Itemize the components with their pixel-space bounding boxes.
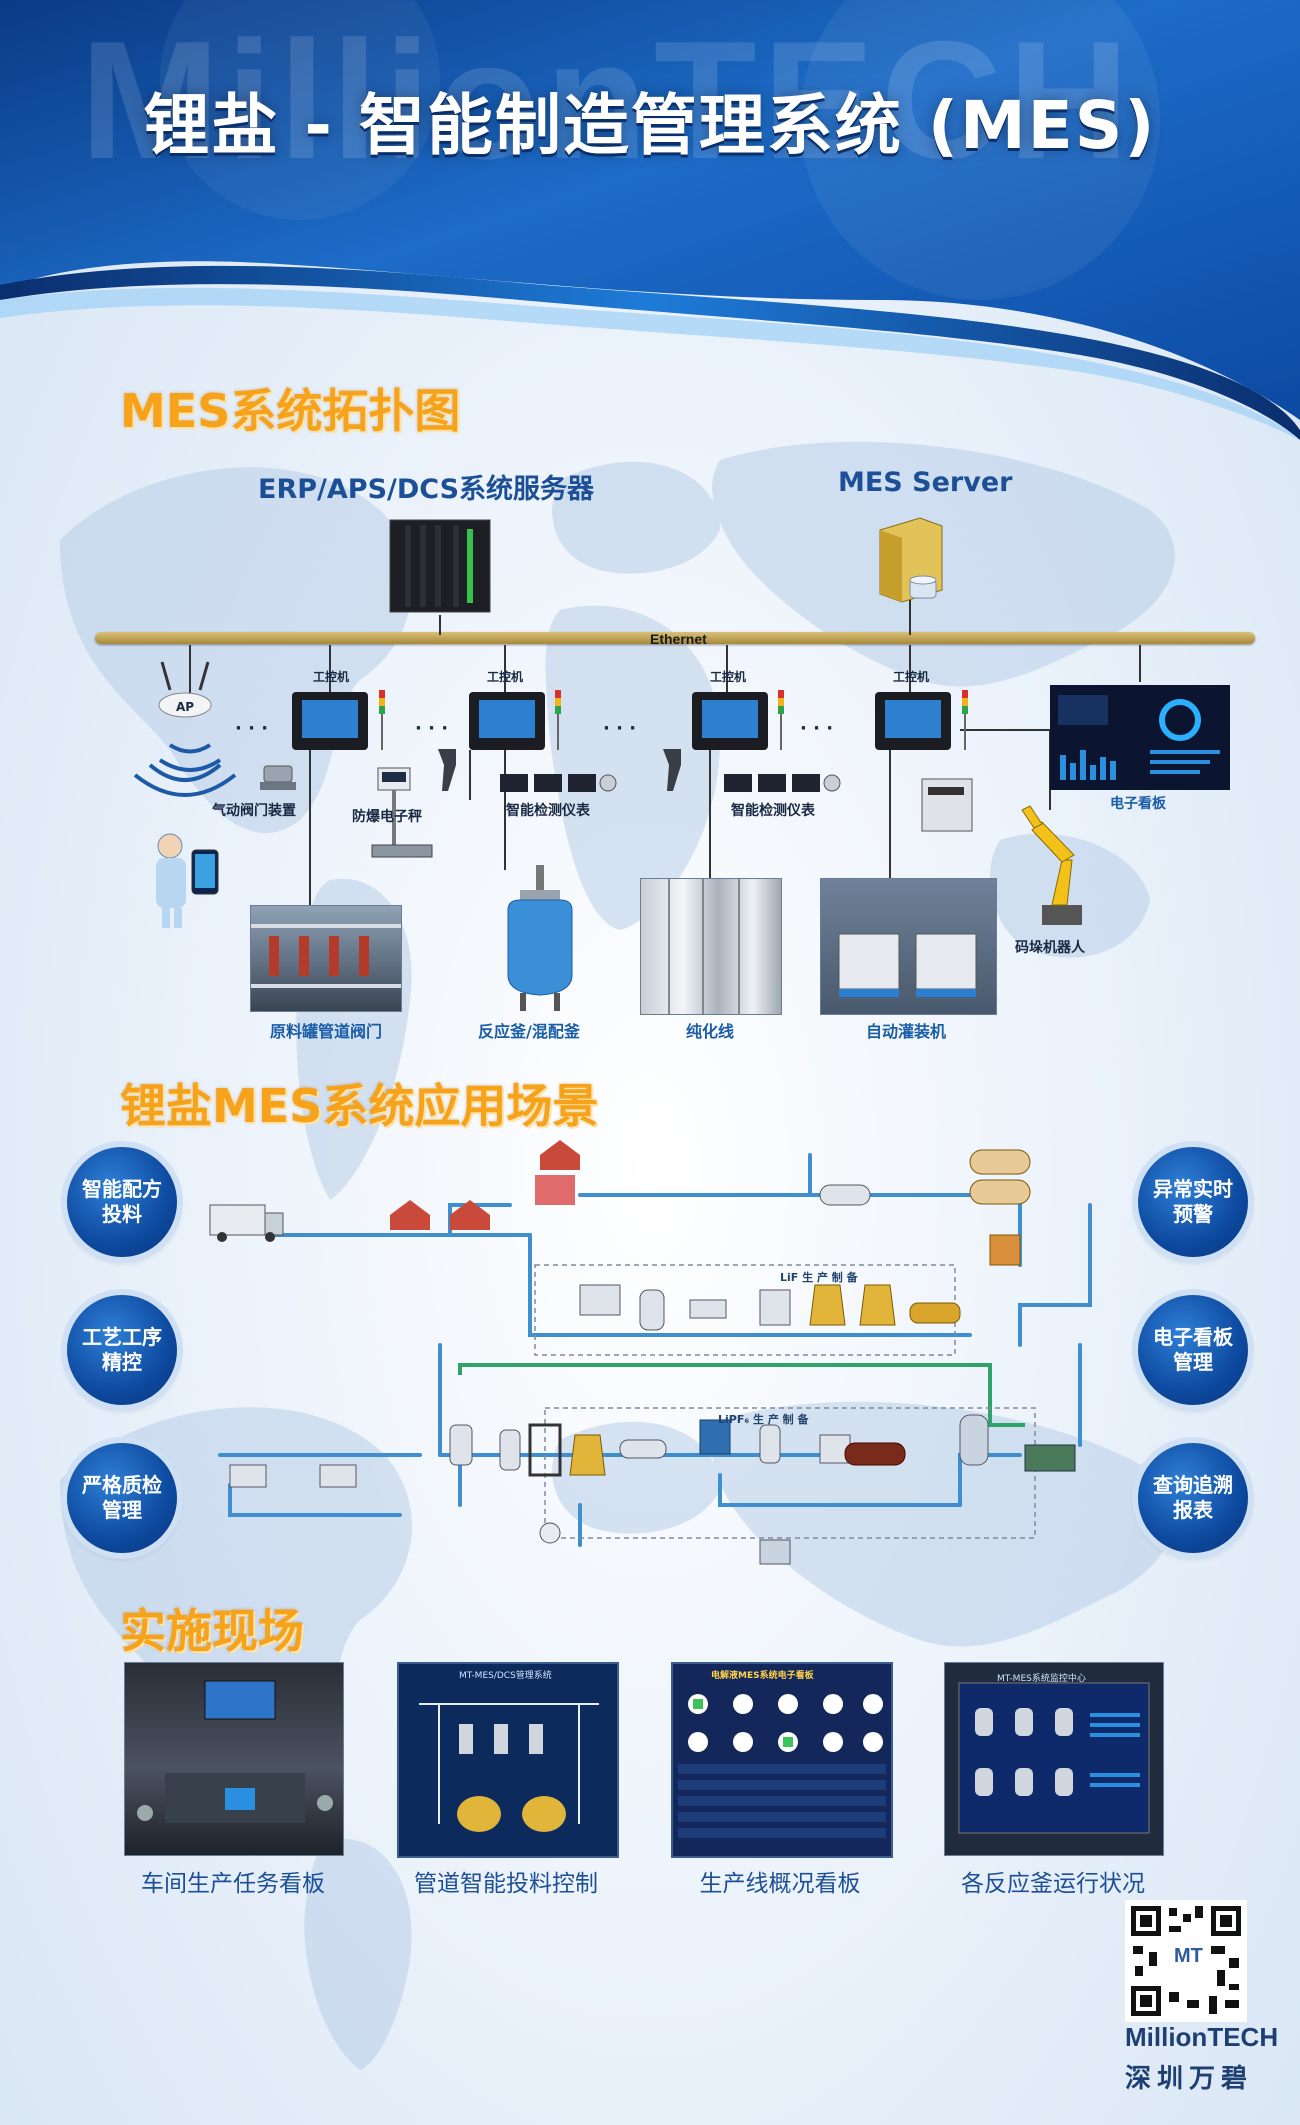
reactor-icon [507,865,573,1011]
workshop-kanban-photo [124,1662,344,1856]
signal-tower-icon-4 [962,690,968,750]
ipc-label-1: 工控机 [313,670,350,684]
erp-server-label: ERP/APS/DCS系统服务器 [258,474,595,505]
caption-workshop-kanban: 车间生产任务看板 [141,1871,325,1897]
palletizing-robot-icon [1021,805,1082,925]
topology-section-title: MES系统拓扑图 [120,384,461,438]
ap-label: AP [176,700,195,714]
lif-prep-label: LiF 生 产 制 备 [780,1271,858,1284]
robot-label: 码垛机器人 [1015,940,1085,956]
brand-cn-name: 深圳万碧 [1125,2063,1254,2093]
process-flow-diagram [209,1140,1092,1565]
filling-label: 自动灌装机 [866,1022,947,1041]
ipc-terminal-3 [692,692,768,750]
badge-quality-management: 严格质检管理 [67,1443,177,1553]
instrument-label-1: 智能检测仪表 [506,803,590,819]
mes-server-label: MES Server [838,467,1013,498]
purify-label: 纯化线 [686,1022,735,1041]
kanban-label: 电子看板 [1110,796,1166,812]
mes-server-icon [879,517,943,603]
instrument-label-2: 智能检测仪表 [731,803,815,819]
operator-tablet-icon [156,833,219,928]
qr-code [1125,1900,1247,2022]
scanner-icon-2 [663,749,681,791]
instrument-icons-2 [724,774,841,792]
qr-center-logo: MT [1174,1945,1203,1967]
ethernet-bus [95,632,1255,644]
purify-line-photo [640,878,782,1015]
ap-icon [158,661,222,772]
signal-tower-icon-1 [379,690,385,750]
ipc-terminal-4 [875,692,951,750]
ethernet-label: Ethernet [650,631,707,647]
raw-valve-label: 原料罐管道阀门 [270,1022,383,1041]
brand-watermark: MillionTECH [80,6,1136,194]
scale-icon [371,767,433,858]
ipc-label-4: 工控机 [893,670,930,684]
ellipsis-4: · · · [800,718,834,739]
printer-icon [921,778,973,832]
ipc-label-2: 工控机 [487,670,524,684]
caption-reactor-status: 各反应釜运行状况 [961,1871,1145,1897]
auto-filling-photo [820,878,997,1015]
pipeline-control-screen: MT-MES/DCS管理系统 [397,1662,619,1858]
caption-pipeline-control: 管道智能投料控制 [414,1871,598,1897]
erp-server-icon [389,519,491,613]
signal-tower-icon-2 [555,690,561,750]
scale-label: 防爆电子秤 [352,809,422,825]
topology-connectors [189,600,1141,905]
badge-alarm: 异常实时预警 [1138,1147,1248,1257]
ellipsis-3: · · · [603,718,637,739]
line-overview-screen: 电解液MES系统电子看板 [671,1662,893,1858]
wifi-icon [133,763,237,797]
badge-kanban: 电子看板管理 [1138,1295,1248,1405]
ipc-terminal-1 [292,692,368,750]
caption-line-overview: 生产线概况看板 [699,1871,861,1897]
badge-smart-recipe: 智能配方投料 [67,1147,177,1257]
instrument-icons-1 [500,774,617,792]
badge-process-control: 工艺工序精控 [67,1295,177,1405]
ellipsis-1: · · · [235,718,269,739]
raw-tank-valve-photo [250,905,402,1012]
ellipsis-2: · · · [415,718,449,739]
ipc-label-3: 工控机 [710,670,747,684]
site-section-title: 实施现场 [120,1604,304,1658]
header-banner [0,0,1300,440]
page-title: 锂盐 - 智能制造管理系统 (MES) [143,87,1157,164]
ipc-terminal-2 [469,692,545,750]
lipf6-prep-label: LiPF₆ 生 产 制 备 [718,1413,809,1426]
reactor-label: 反应釜/混配釜 [478,1022,580,1041]
signal-tower-icon-3 [778,690,784,750]
valve-device-icon [260,765,296,790]
brand-name: MillionTECH [1125,2022,1279,2052]
scanner-icon-1 [438,749,456,791]
kanban-screen-icon [1050,685,1230,790]
badge-trace-report: 查询追溯报表 [1138,1443,1248,1553]
scenario-section-title: 锂盐MES系统应用场景 [120,1079,599,1133]
valve-device-label: 气动阀门装置 [212,803,296,819]
reactor-status-screen: MT-MES系统监控中心 [944,1662,1164,1856]
